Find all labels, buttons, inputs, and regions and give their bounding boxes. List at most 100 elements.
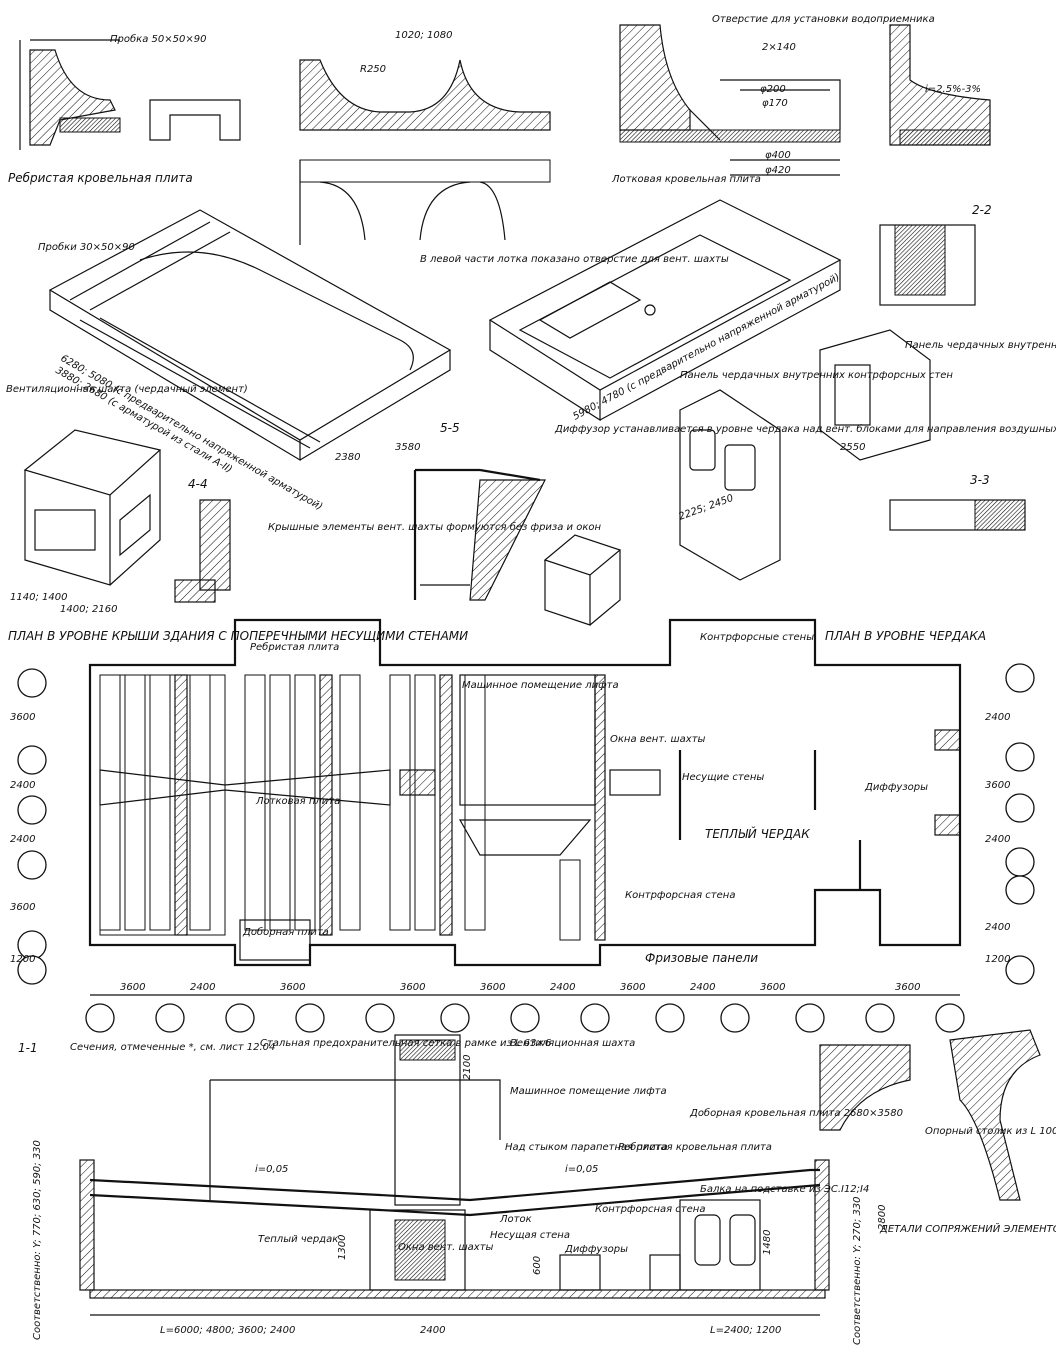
panel-bearing-iso xyxy=(819,329,931,461)
plan-dim-bottom-2: 2400 xyxy=(190,982,215,993)
plan-dim-right-1: 2400 xyxy=(985,712,1010,723)
section-5-5 xyxy=(413,468,546,601)
dim-phi200: φ200 xyxy=(760,84,786,95)
sec-dim-600: 600 xyxy=(532,1256,543,1275)
dim-phi170: φ170 xyxy=(762,98,788,109)
plan-dim-bottom-4: 3600 xyxy=(400,982,425,993)
plan-dim-bottom-1: 3600 xyxy=(120,982,145,993)
dim-phi420: φ420 xyxy=(765,165,791,176)
vent-shaft-iso xyxy=(23,429,162,586)
plan-dim-bottom-7: 3600 xyxy=(620,982,645,993)
section-1-1 xyxy=(79,1034,830,1316)
roof-detail-joints xyxy=(819,1029,1041,1201)
plan-dim-bottom-9: 3600 xyxy=(760,982,785,993)
plan-dim-left-1: 3600 xyxy=(10,712,35,723)
diffuser-iso xyxy=(543,534,622,626)
plan-dim-right-3: 2400 xyxy=(985,834,1010,845)
plan-label-vent-windows: Окна вент. шахты xyxy=(610,734,706,745)
label-panel-inner: Панель чердачных внутренних контрфорсных… xyxy=(680,370,953,381)
plan-label-buttress-wall: Контрфорсная стена xyxy=(625,890,735,901)
sec-label-buttress: Контрфорсная стена xyxy=(595,1204,705,1215)
sec-label-tray: Лоток xyxy=(499,1214,532,1225)
dim-iso-2550: 2550 xyxy=(840,442,865,453)
label-probki: Пробки 30×50×90 xyxy=(38,241,135,253)
plan-dim-left-5: 1200 xyxy=(10,954,35,965)
sec-label-diffusers: Диффузоры xyxy=(564,1244,628,1255)
plan-label-add: Доборная плита xyxy=(242,926,329,938)
sec-dim-1300: 1300 xyxy=(337,1235,348,1260)
sec-label-slope1: i=0,05 xyxy=(255,1164,288,1175)
dim-slope: i=2.5%-3% xyxy=(925,84,981,95)
plan-label-frieze: Фризовые панели xyxy=(645,951,758,965)
sec-label-left-dim: Соответственно: Y; 770; 630; 590; 330 xyxy=(32,1140,43,1340)
tray-plate-section xyxy=(619,24,841,176)
plan-dim-bottom-3: 3600 xyxy=(280,982,305,993)
axis-markers xyxy=(17,663,1035,1033)
ribbed-plates xyxy=(99,674,581,941)
plan-label-bearing: Несущие стены xyxy=(682,772,764,783)
plan-dim-bottom-10: 3600 xyxy=(895,982,920,993)
ribbed-plate-long-section xyxy=(299,59,551,245)
sec-dim-2100: 2100 xyxy=(462,1055,473,1080)
sec-dim-1480: 1480 xyxy=(762,1230,773,1255)
section-4-4 xyxy=(174,499,231,603)
plan-dim-bottom-8: 2400 xyxy=(690,982,715,993)
label-tray-plate: Лотковая кровельная плита xyxy=(611,174,761,185)
ribbed-plate-section xyxy=(19,39,241,150)
sec-label-right-dim: Соответственно: Y; 270; 330 xyxy=(852,1196,863,1345)
sec-label-ref: Сечения, отмеченные *, см. лист 12.04 xyxy=(70,1042,275,1053)
dim-radius: R250 xyxy=(360,64,386,75)
plan-dim-right-5: 1200 xyxy=(985,954,1010,965)
plan-dim-bottom-6: 2400 xyxy=(550,982,575,993)
sec-label-beam: Балка на подставке из ЭС.I12;I4 xyxy=(700,1184,869,1195)
sec-label-add: Доборная кровельная плита 2680×3580 xyxy=(689,1107,903,1119)
dim-iso-length2: 3880; 2680 (с арматурой из стали А-II) xyxy=(54,365,234,476)
plan-dim-left-4: 3600 xyxy=(10,902,35,913)
ribbed-plate-iso xyxy=(48,209,452,462)
sec-label-shaft-windows: Окна вент. шахты xyxy=(398,1242,494,1253)
plan-dim-bottom-5: 3600 xyxy=(480,982,505,993)
dim-phi400: φ400 xyxy=(765,150,791,161)
label-tray-note: В левой части лотка показано отверстие д… xyxy=(420,254,729,265)
sec-label-over-joint: Над стыком парапетная плита xyxy=(505,1142,668,1153)
mark-3-3: 3-3 xyxy=(970,473,990,487)
plan-dim-left-3: 2400 xyxy=(10,834,35,845)
mark-2-2: 2-2 xyxy=(972,203,992,217)
sec-label-details: ДЕТАЛИ СОПРЯЖЕНИЙ ЭЛЕМЕНТОВ КРОВЛИ-СМ. Л… xyxy=(879,1222,1056,1235)
label-probka: Пробка 50×50×90 xyxy=(110,33,206,45)
plan-label-machine: Машинное помещение лифта xyxy=(462,680,619,691)
mark-4-4: 4-4 xyxy=(188,477,208,491)
sec-label-bot2: 2400 xyxy=(420,1325,445,1336)
sec-label-attic: Теплый чердак xyxy=(258,1234,338,1245)
plan-title-left: ПЛАН В УРОВНЕ КРЫШИ ЗДАНИЯ С ПОПЕРЕЧНЫМИ… xyxy=(8,629,468,643)
plan-dim-left-2: 2400 xyxy=(10,780,35,791)
label-panel-bearing: Панель чердачных внутренних несущих стен xyxy=(905,340,1056,351)
sec-label-bot3: L=2400; 1200 xyxy=(710,1325,781,1336)
label-diffuser: Диффузор устанавливается в уровне чердак… xyxy=(554,423,1056,435)
plan-label-warm-attic: ТЕПЛЫЙ ЧЕРДАК xyxy=(705,826,810,841)
mark-1-1: 1-1 xyxy=(18,1041,38,1055)
sec-label-bearing: Несущая стена xyxy=(490,1230,570,1241)
sec-label-shaft: Вентиляционная шахта xyxy=(510,1038,635,1049)
dim-iso-tray-length: 5980; 4780 (с предварительно напряженной… xyxy=(571,272,841,423)
label-roof-elements: Крышные элементы вент. шахты формуются б… xyxy=(268,521,601,533)
funnel-detail xyxy=(889,24,991,146)
panel-buttress-iso xyxy=(679,389,781,581)
dim-iso-1140: 1140; 1400 xyxy=(10,592,67,603)
sec-dim-2800: 2800 xyxy=(877,1205,888,1230)
plan-title-right: ПЛАН В УРОВНЕ ЧЕРДАКА xyxy=(825,629,986,643)
dim-span: 1020; 1080 xyxy=(395,30,452,41)
sec-label-ribbed: Ребристая кровельная плита xyxy=(618,1141,772,1153)
dim-iso-2225: 2225; 2450 xyxy=(677,493,735,523)
label-ribbed-plate: Ребристая кровельная плита xyxy=(8,171,193,185)
plan-label-buttress: Контрфорсные стены xyxy=(700,632,814,643)
roof-plan xyxy=(88,618,962,967)
sec-label-mesh: Стальная предохранительная сетка в рамке… xyxy=(260,1038,551,1049)
section-2-2 xyxy=(879,224,976,306)
plan-label-ribbed: Ребристая плита xyxy=(250,641,339,653)
dim-2x140: 2×140 xyxy=(762,42,796,53)
sec-label-bot1: L=6000; 4800; 3600; 2400 xyxy=(160,1325,295,1336)
mark-5-5: 5-5 xyxy=(440,421,460,435)
section-3-3 xyxy=(889,499,1026,531)
